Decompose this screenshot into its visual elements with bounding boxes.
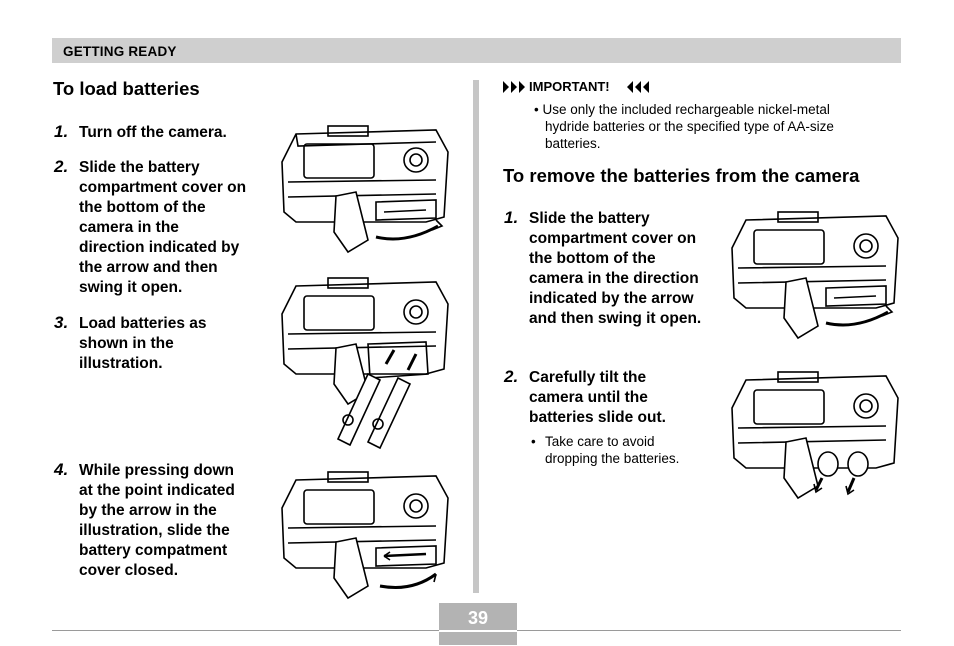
step-text: While pressing down at the point indicat… — [79, 462, 235, 579]
load-batteries-title: To load batteries — [53, 78, 200, 99]
page-number-badge: 39 — [439, 603, 517, 645]
page-number: 39 — [467, 608, 489, 628]
camera-load-batteries-illustration — [281, 277, 449, 450]
camera-remove-open-illustration — [731, 211, 899, 340]
section-header: GETTING READY — [52, 38, 901, 63]
camera-close-cover-illustration — [281, 471, 449, 600]
camera-batteries-slide-out-illustration — [731, 371, 899, 500]
step-text: Carefully tilt the camera until the batt… — [529, 369, 666, 426]
important-label: IMPORTANT! — [529, 79, 610, 94]
remove-batteries-title: To remove the batteries from the camera — [503, 165, 860, 186]
camera-cover-open-illustration — [281, 125, 449, 254]
step-text: Slide the battery compartment cover on t… — [79, 159, 247, 296]
step-text: Load batteries as shown in the illustrat… — [79, 315, 207, 372]
column-divider — [473, 80, 479, 593]
section-header-label: GETTING READY — [63, 44, 177, 59]
step-number: 3. — [54, 313, 69, 332]
step-text: Turn off the camera. — [79, 124, 227, 141]
note-text: Take care to avoid dropping the batterie… — [545, 434, 680, 466]
step-number: 1. — [54, 122, 69, 141]
step-number: 2. — [504, 367, 519, 386]
note-bullet: • — [531, 434, 536, 449]
step-number: 2. — [54, 157, 69, 176]
step-text: Slide the battery compartment cover on t… — [529, 210, 702, 327]
important-marker-icon — [627, 81, 649, 93]
important-marker-icon — [503, 81, 525, 93]
important-note: • Use only the included rechargeable nic… — [534, 102, 834, 151]
step-number: 4. — [54, 460, 69, 479]
step-number: 1. — [504, 208, 519, 227]
